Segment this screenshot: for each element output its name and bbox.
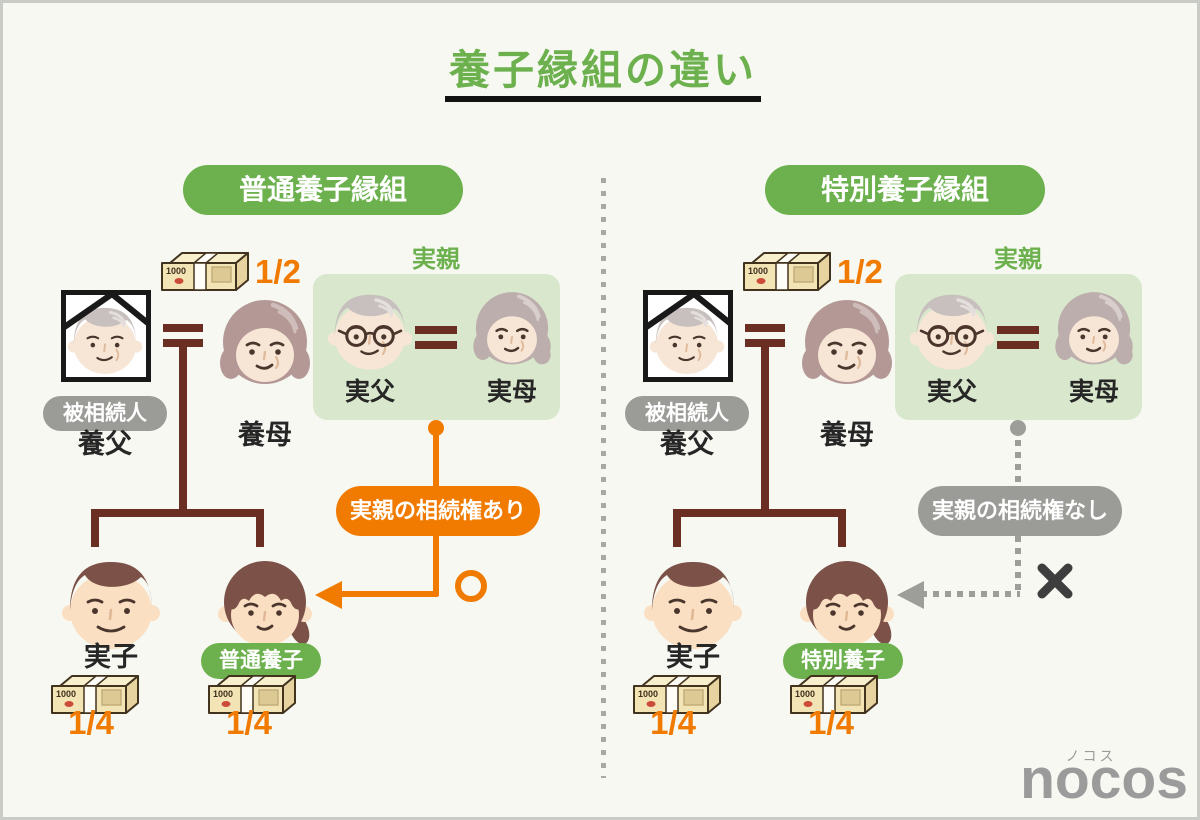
marriage-equal-sign — [997, 326, 1039, 349]
family-tree-line — [179, 343, 187, 516]
spouse-share-value: 1/2 — [255, 253, 301, 290]
adoptive-mother-label: 養母 — [238, 420, 292, 450]
adoptive-mother-label: 養母 — [820, 420, 874, 450]
birth-parents-title: 実親 — [412, 246, 460, 273]
decedent-badge: 被相続人 — [43, 396, 167, 431]
inheritance-note: 実親の相続権あり — [336, 486, 540, 536]
circle-ok-mark — [455, 570, 487, 602]
decedent-badge: 被相続人 — [625, 396, 749, 431]
brand-logo-reading: ノコス — [1065, 748, 1117, 764]
cross-no-mark — [1037, 563, 1073, 599]
connector-arrowhead-icon — [897, 581, 924, 609]
family-tree-line — [256, 509, 264, 547]
child-share-value: 1/4 — [226, 704, 272, 741]
mourning-ribbon-icon — [643, 290, 733, 331]
child-share-value: 1/4 — [808, 704, 854, 741]
birth-father-avatar — [909, 287, 995, 373]
adoptive-mother-avatar — [215, 294, 315, 394]
brand-logo: nocos — [1020, 747, 1188, 811]
page-title: 養子縁組の違い — [449, 47, 757, 93]
panel-ordinary-adoption: 普通養子縁組 1/2 被相続人 養父 養母 実親 実父 実母 実親の相続権あり … — [3, 3, 603, 817]
biological-child-avatar — [643, 554, 743, 654]
family-tree-line — [91, 509, 99, 547]
biological-child-label: 実子 — [84, 642, 138, 672]
family-tree-line — [838, 509, 846, 547]
adoptive-father-label: 養父 — [78, 429, 132, 459]
birth-father-label: 実父 — [926, 378, 978, 406]
inheritance-note: 実親の相続権なし — [918, 486, 1122, 536]
family-tree-line — [673, 509, 681, 547]
biological-child-avatar — [61, 554, 161, 654]
deceased-adoptive-father-portrait — [61, 290, 151, 382]
birth-parents-title: 実親 — [994, 246, 1042, 273]
spouse-share-value: 1/2 — [837, 253, 883, 290]
adopted-child-badge: 普通養子 — [201, 643, 321, 679]
panel-header: 特別養子縁組 — [765, 165, 1045, 215]
connector-arrowhead-icon — [315, 581, 342, 609]
child-share-value: 1/4 — [68, 704, 114, 741]
money-bundle-icon — [740, 250, 834, 294]
mourning-ribbon-icon — [61, 290, 151, 331]
adoptive-father-label: 養父 — [660, 429, 714, 459]
birth-mother-avatar — [469, 287, 555, 373]
family-tree-line — [761, 343, 769, 516]
connector-line-horizontal — [339, 591, 438, 597]
birth-mother-label: 実母 — [486, 378, 538, 406]
title-underline — [445, 96, 761, 102]
adoptive-mother-avatar — [797, 294, 897, 394]
adopted-child-badge: 特別養子 — [783, 643, 903, 679]
birth-father-label: 実父 — [344, 378, 396, 406]
adopted-child-avatar — [215, 554, 315, 654]
family-tree-line — [91, 509, 264, 517]
birth-father-avatar — [327, 287, 413, 373]
connector-dotted-line-horizontal — [921, 591, 1020, 597]
deceased-adoptive-father-portrait — [643, 290, 733, 382]
money-bundle-icon — [158, 250, 252, 294]
panel-header: 普通養子縁組 — [183, 165, 463, 215]
birth-mother-avatar — [1051, 287, 1137, 373]
family-tree-line — [673, 509, 846, 517]
biological-child-label: 実子 — [666, 642, 720, 672]
panel-separator — [601, 178, 606, 778]
marriage-equal-sign — [415, 326, 457, 349]
panel-special-adoption: 特別養子縁組 1/2 被相続人 養父 養母 実親 実父 実母 実親の相続権なし … — [585, 3, 1185, 817]
birth-mother-label: 実母 — [1068, 378, 1120, 406]
adopted-child-avatar — [797, 554, 897, 654]
child-share-value: 1/4 — [650, 704, 696, 741]
